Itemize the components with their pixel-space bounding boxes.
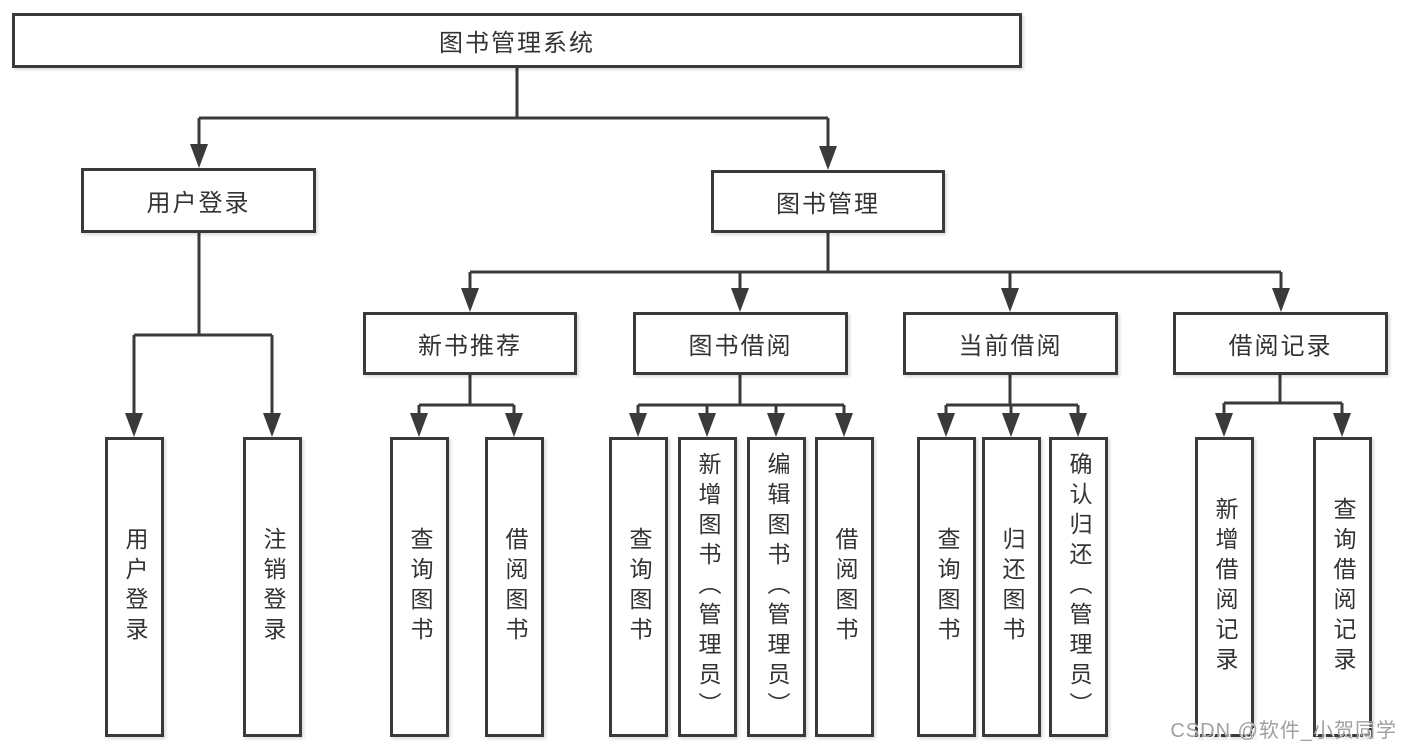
leaf-return-books: 归还图书 [982, 437, 1041, 737]
leaf-logout: 注销登录 [243, 437, 302, 737]
leaf-query-borrow-record: 查询借阅记录 [1313, 437, 1372, 737]
leaf-confirm-return-admin: 确认归还（管理员） [1049, 437, 1108, 737]
leaf-borrow-books-recommend: 借阅图书 [485, 437, 544, 737]
node-book-management: 图书管理 [711, 170, 945, 233]
leaf-borrow-books: 借阅图书 [815, 437, 874, 737]
leaf-edit-books-admin: 编辑图书（管理员） [747, 437, 806, 737]
node-root-library-system: 图书管理系统 [12, 13, 1022, 68]
csdn-watermark: CSDN @软件_小贺同学 [1170, 720, 1397, 742]
node-current-borrow: 当前借阅 [903, 312, 1118, 375]
node-book-borrow: 图书借阅 [633, 312, 848, 375]
node-new-book-recommend: 新书推荐 [363, 312, 577, 375]
leaf-add-books-admin: 新增图书（管理员） [678, 437, 737, 737]
leaf-query-books-current: 查询图书 [917, 437, 976, 737]
node-user-login: 用户登录 [81, 168, 316, 233]
leaf-user-login: 用户登录 [105, 437, 164, 737]
leaf-add-borrow-record: 新增借阅记录 [1195, 437, 1254, 737]
node-borrow-records: 借阅记录 [1173, 312, 1388, 375]
leaf-query-books-borrow: 查询图书 [609, 437, 668, 737]
leaf-query-books-recommend: 查询图书 [390, 437, 449, 737]
arrowhead-icons [125, 144, 1351, 437]
